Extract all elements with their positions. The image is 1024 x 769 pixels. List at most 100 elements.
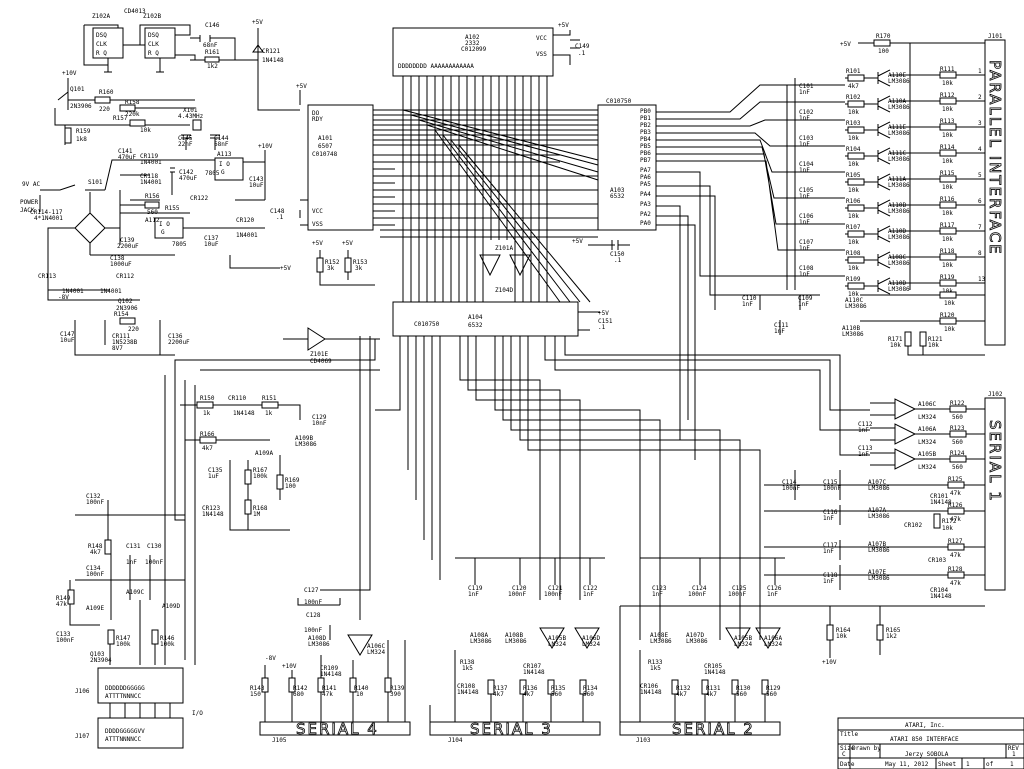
svg-text:C010750: C010750: [414, 321, 440, 328]
parallel-transistor-part: LM3086: [888, 104, 910, 111]
svg-text:100nF: 100nF: [86, 571, 104, 578]
svg-text:560: 560: [147, 209, 158, 216]
parallel-pullup-ref: R116: [940, 196, 955, 203]
svg-text:R132: R132: [676, 685, 691, 692]
svg-text:Q103: Q103: [90, 651, 105, 658]
svg-text:A108B: A108B: [505, 632, 523, 639]
svg-text:100nF: 100nF: [728, 591, 746, 598]
svg-text:Z101E: Z101E: [310, 351, 328, 358]
svg-text:ATTTTNNNCC: ATTTTNNNCC: [105, 693, 142, 700]
svg-text:1N4148: 1N4148: [262, 57, 284, 64]
svg-text:A109B: A109B: [295, 435, 313, 442]
svg-text:10: 10: [356, 691, 364, 698]
svg-text:LM3086: LM3086: [868, 485, 890, 492]
svg-text:100nF: 100nF: [823, 485, 841, 492]
serial1-driver-rows: A106CLM324R122560A106ALM324R123560A105BL…: [870, 398, 985, 471]
svg-text:100nF: 100nF: [688, 591, 706, 598]
svg-text:47k: 47k: [56, 601, 67, 608]
parallel-base-resistor-value: 10k: [848, 187, 859, 194]
parallel-wire: [845, 100, 985, 105]
svg-text:A110B: A110B: [842, 325, 860, 332]
svg-text:CR110: CR110: [228, 395, 246, 402]
svg-text:1nF: 1nF: [799, 141, 810, 148]
svg-text:A108E: A108E: [650, 632, 668, 639]
serial1-wire: [870, 452, 985, 466]
svg-text:C142: C142: [179, 169, 194, 176]
svg-text:470uF: 470uF: [179, 175, 197, 182]
svg-text:PA4: PA4: [640, 191, 651, 198]
svg-text:100nF: 100nF: [304, 627, 322, 634]
svg-text:CLK: CLK: [96, 41, 107, 48]
svg-text:R Q: R Q: [148, 50, 159, 57]
parallel-base-resistor: [847, 230, 865, 238]
svg-text:C131: C131: [126, 543, 141, 550]
parallel-base-resistor: [847, 282, 865, 290]
a104-bottom-wires: [164, 336, 985, 665]
connector-j101: J101 PARALLEL INTERFACE: [984, 33, 1006, 346]
parallel-base-resistor: [847, 152, 865, 160]
svg-text:C132: C132: [86, 493, 101, 500]
svg-text:47k: 47k: [322, 691, 333, 698]
parallel-base-resistor-ref: R105: [846, 172, 861, 179]
serial1-driver: [894, 398, 917, 420]
svg-text:R142: R142: [293, 685, 308, 692]
svg-text:R153: R153: [353, 259, 368, 266]
parallel-transistor-part: LM3086: [888, 156, 910, 163]
svg-text:X101: X101: [183, 107, 198, 114]
svg-text:G: G: [221, 169, 225, 176]
svg-text:C135: C135: [208, 467, 223, 474]
serial1-driver-part: LM324: [918, 464, 936, 471]
svg-text:CR122: CR122: [190, 195, 208, 202]
drawn-label: Drawn by: [852, 745, 881, 752]
svg-text:LM324: LM324: [734, 641, 752, 648]
svg-text:2200uF: 2200uF: [117, 243, 139, 250]
a103-to-parallel-wires: [656, 84, 845, 460]
svg-text:22nF: 22nF: [178, 141, 193, 148]
svg-text:R165: R165: [886, 627, 901, 634]
svg-text:+5V: +5V: [598, 310, 609, 317]
svg-text:4k7: 4k7: [706, 691, 717, 698]
svg-text:10k: 10k: [928, 342, 939, 349]
size-label: Size: [840, 745, 855, 752]
svg-text:DDDDDDDD AAAAAAAAAAAA: DDDDDDDD AAAAAAAAAAAA: [398, 63, 474, 70]
svg-text:C010748: C010748: [312, 151, 338, 158]
svg-text:LM3086: LM3086: [868, 513, 890, 520]
svg-text:A101: A101: [318, 135, 333, 142]
parallel-base-resistor-value: 10k: [848, 239, 859, 246]
svg-text:1nF: 1nF: [823, 515, 834, 522]
svg-text:J101: J101: [988, 33, 1003, 40]
svg-text:C141: C141: [118, 148, 133, 155]
svg-text:A109A: A109A: [255, 450, 273, 457]
svg-text:Q102: Q102: [118, 298, 133, 305]
parallel-wire: [845, 152, 985, 157]
svg-text:R160: R160: [99, 89, 114, 96]
parallel-base-resistor: [847, 178, 865, 186]
svg-text:1k5: 1k5: [462, 665, 473, 672]
svg-text:C110: C110: [742, 295, 757, 302]
svg-text:1N4001: 1N4001: [100, 288, 122, 295]
svg-text:LM3086: LM3086: [845, 303, 867, 310]
svg-text:560: 560: [583, 691, 594, 698]
parallel-base-resistor-value: 4k7: [848, 83, 859, 90]
svg-text:6507: 6507: [318, 143, 333, 150]
parallel-transistor-part: LM3086: [888, 286, 910, 293]
svg-text:C121: C121: [548, 585, 563, 592]
svg-text:LM3086: LM3086: [868, 575, 890, 582]
serial1-driver-ref: A106C: [918, 401, 936, 408]
svg-text:R120: R120: [940, 312, 955, 319]
sheet-label: Sheet: [938, 761, 956, 768]
parallel-pullup-ref: R119: [940, 274, 955, 281]
svg-text:390: 390: [390, 691, 401, 698]
parallel-base-resistor-ref: R107: [846, 224, 861, 231]
serial1-resistor-value: 560: [952, 464, 963, 471]
parallel-pin-number: 2: [978, 94, 982, 101]
svg-text:1N4001: 1N4001: [140, 179, 162, 186]
svg-text:A109D: A109D: [162, 603, 180, 610]
svg-text:CR113: CR113: [38, 273, 56, 280]
svg-text:.1: .1: [614, 257, 622, 264]
svg-text:R133: R133: [648, 659, 663, 666]
svg-text:A107C: A107C: [868, 479, 886, 486]
